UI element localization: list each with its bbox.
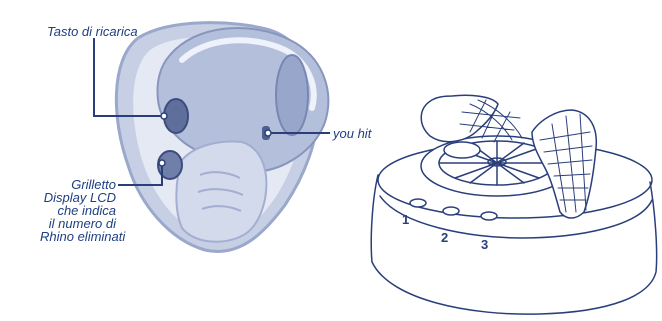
you-hit-callout-dot (265, 130, 271, 136)
hand-grip (176, 142, 266, 242)
trigger-display-label: Grilletto Display LCD che indica il nume… (40, 178, 116, 243)
base-button-2 (443, 207, 459, 215)
blaster-side-panel (276, 55, 308, 135)
reload-button-label: Tasto di ricarica (47, 25, 138, 38)
base-button-label-1: 1 (402, 212, 409, 227)
base-unit-illustration (371, 95, 656, 314)
base-button-3 (481, 212, 497, 220)
trigger-callout-dot (159, 160, 165, 166)
left-hand (421, 95, 498, 141)
target-left-pad (444, 142, 480, 158)
reload-callout-dot (161, 113, 167, 119)
base-button-1 (410, 199, 426, 207)
base-button-label-2: 2 (441, 230, 448, 245)
trigger-label-line-5: Rhino eliminati (40, 230, 116, 243)
you-hit-label: you hit (333, 127, 371, 140)
base-button-label-3: 3 (481, 237, 488, 252)
